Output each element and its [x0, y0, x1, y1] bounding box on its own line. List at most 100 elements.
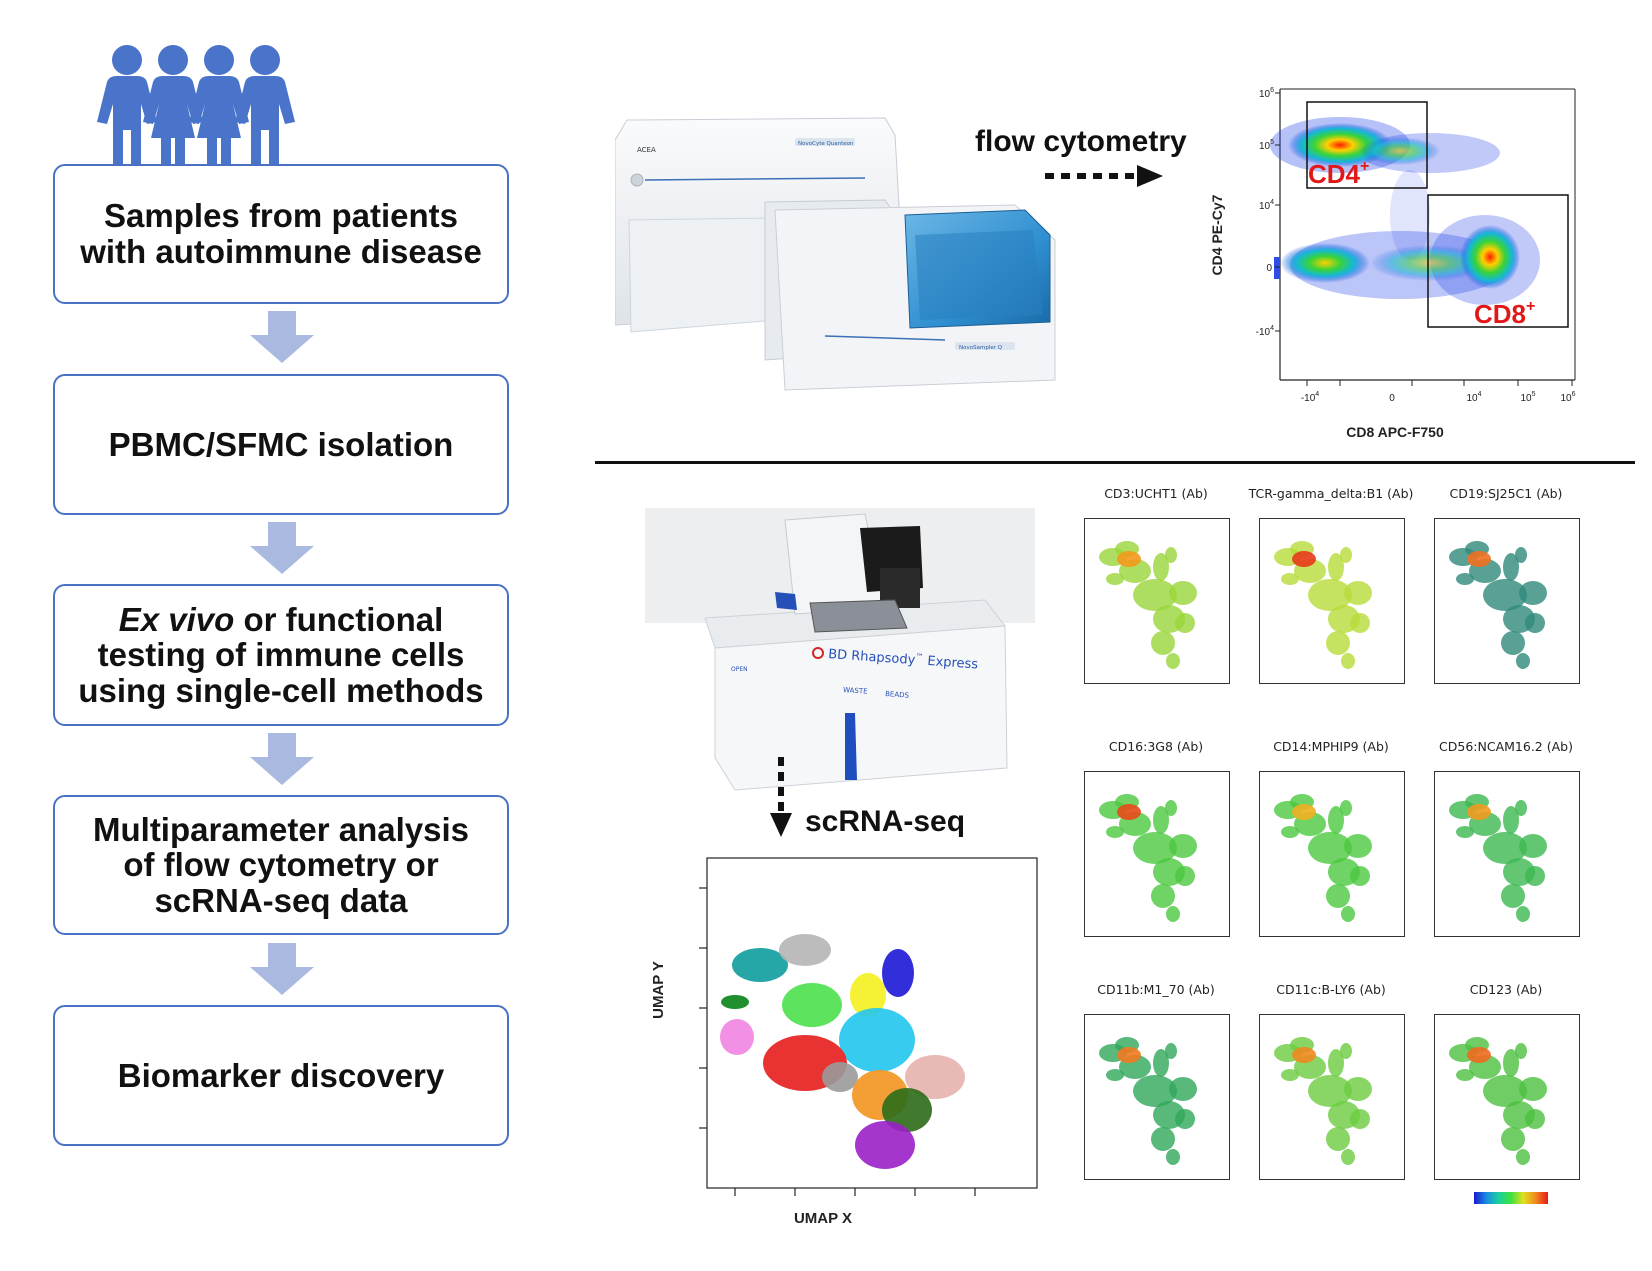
step-biomarker-line1: Biomarker discovery	[117, 1056, 445, 1094]
feature-cluster	[1341, 1149, 1355, 1165]
feature-panel-cd3	[1084, 518, 1230, 684]
feature-cluster	[1326, 1127, 1350, 1151]
umap-y-label: UMAP Y	[650, 961, 667, 1019]
feature-cluster	[1165, 547, 1177, 563]
feature-panel-cd56	[1434, 771, 1580, 937]
feature-cluster	[1525, 1109, 1545, 1129]
patients-icon	[97, 45, 295, 167]
flow-dotted-arrow	[1045, 165, 1163, 187]
flow-ytick: 106	[1259, 87, 1274, 100]
panel-title: CD16:3G8 (Ab)	[1108, 739, 1204, 754]
feature-cluster	[1525, 613, 1545, 633]
feature-cluster	[1344, 834, 1372, 858]
feature-panel-cd16	[1084, 771, 1230, 937]
step-biomarker: Biomarker discovery	[53, 1005, 509, 1146]
instrument-badge: NovoCyte Quanteon	[798, 141, 854, 147]
down-arrow-1	[250, 311, 314, 363]
panel-title: CD123 (Ab)	[1469, 982, 1543, 997]
scrna-seq-label: scRNA-seq	[805, 805, 966, 838]
feature-cluster	[1328, 553, 1344, 581]
flow-xtick: 0	[1389, 393, 1395, 404]
flow-xtick: 104	[1466, 391, 1481, 404]
feature-cluster	[1106, 573, 1124, 585]
feature-panel-cd11c	[1259, 1014, 1405, 1180]
umap-plot: UMAP X UMAP Y	[650, 857, 1038, 1227]
step-testing-rest: or functional	[234, 600, 444, 638]
cd4-gate	[1306, 101, 1428, 189]
feature-cluster	[1106, 1069, 1124, 1081]
feature-cluster	[1169, 581, 1197, 605]
instrument-brand: ACEA	[637, 146, 656, 154]
feature-cluster	[1281, 1069, 1299, 1081]
feature-cluster	[1281, 573, 1299, 585]
feature-cluster	[1519, 1077, 1547, 1101]
feature-cluster	[1483, 579, 1527, 611]
feature-cluster	[1340, 547, 1352, 563]
feature-hotspot	[1292, 551, 1316, 567]
panel-title: CD19:SJ25C1 (Ab)	[1449, 486, 1563, 501]
feature-cluster	[1340, 800, 1352, 816]
feature-cluster	[1501, 1127, 1525, 1151]
feature-cluster	[1456, 573, 1474, 585]
down-arrow-4	[250, 943, 314, 995]
feature-cluster	[1133, 579, 1177, 611]
feature-cluster	[1503, 806, 1519, 834]
flow-ytick: 105	[1259, 139, 1274, 152]
feature-cluster	[1340, 1043, 1352, 1059]
feature-cluster	[1341, 906, 1355, 922]
feature-cluster	[1519, 581, 1547, 605]
panel-title: TCR-gamma_delta:B1 (Ab)	[1248, 486, 1414, 501]
feature-cluster	[1328, 1049, 1344, 1077]
feature-cluster	[1165, 800, 1177, 816]
feature-hotspot	[1117, 551, 1141, 567]
color-scale-bar	[1474, 1192, 1548, 1204]
umap-x-label: UMAP X	[794, 1210, 852, 1227]
feature-cluster	[1525, 866, 1545, 886]
step-analysis-line1: Multiparameter analysis	[93, 810, 469, 848]
down-arrow-3	[250, 733, 314, 785]
feature-cluster	[1175, 866, 1195, 886]
flow-ytick: 0	[1266, 263, 1272, 274]
step-analysis-line3: scRNA-seq data	[154, 881, 408, 919]
flow-y-axis-label: CD4 PE-Cy7	[1209, 194, 1225, 275]
feature-cluster	[1503, 1049, 1519, 1077]
scrna-dotted-arrow	[770, 757, 792, 837]
feature-cluster	[1151, 1127, 1175, 1151]
flow-xtick: 106	[1560, 391, 1575, 404]
bd-waste-label: WASTE	[843, 686, 868, 696]
feature-cluster	[1153, 1049, 1169, 1077]
feature-cluster	[1456, 1069, 1474, 1081]
feature-cluster	[1516, 1149, 1530, 1165]
feature-cluster	[1308, 579, 1352, 611]
feature-cluster	[1326, 884, 1350, 908]
feature-cluster	[1350, 613, 1370, 633]
feature-cluster	[1175, 1109, 1195, 1129]
instrument-sampler: NovoSampler Q	[959, 345, 1003, 351]
feature-cluster	[1166, 653, 1180, 669]
feature-cluster	[1133, 832, 1177, 864]
feature-hotspot	[1117, 1047, 1141, 1063]
step-analysis-line2: of flow cytometry or	[123, 846, 439, 884]
step-testing-line1: Ex vivo or functional	[78, 600, 483, 638]
feature-hotspot	[1467, 804, 1491, 820]
feature-cluster	[1308, 832, 1352, 864]
flow-cytometer-instrument: ACEA NovoCyte Quanteon NovoSampler Q	[615, 117, 1056, 391]
scatter-dots	[1270, 117, 1540, 305]
feature-cluster	[1175, 613, 1195, 633]
flow-x-axis-label: CD8 APC-F750	[1346, 424, 1444, 440]
feature-cluster	[1151, 884, 1175, 908]
feature-hotspot	[1292, 804, 1316, 820]
feature-cluster	[1456, 826, 1474, 838]
feature-cluster	[1515, 1043, 1527, 1059]
step-isolation: PBMC/SFMC isolation	[53, 374, 509, 515]
step-isolation-line1: PBMC/SFMC isolation	[108, 425, 454, 463]
feature-cluster	[1281, 826, 1299, 838]
bd-rhapsody-instrument: BD Rhapsody™ Express OPEN WASTE BEADS	[645, 508, 1035, 793]
feature-cluster	[1153, 806, 1169, 834]
step-testing-italic: Ex vivo	[118, 600, 235, 638]
feature-hotspot	[1117, 804, 1141, 820]
flow-ytick: -104	[1256, 325, 1274, 338]
feature-cluster	[1350, 1109, 1370, 1129]
flow-scatter-plot: CD4+ CD8+ 106 105 104 0 -104 -104 0 104 …	[1209, 87, 1576, 440]
feature-cluster	[1501, 884, 1525, 908]
